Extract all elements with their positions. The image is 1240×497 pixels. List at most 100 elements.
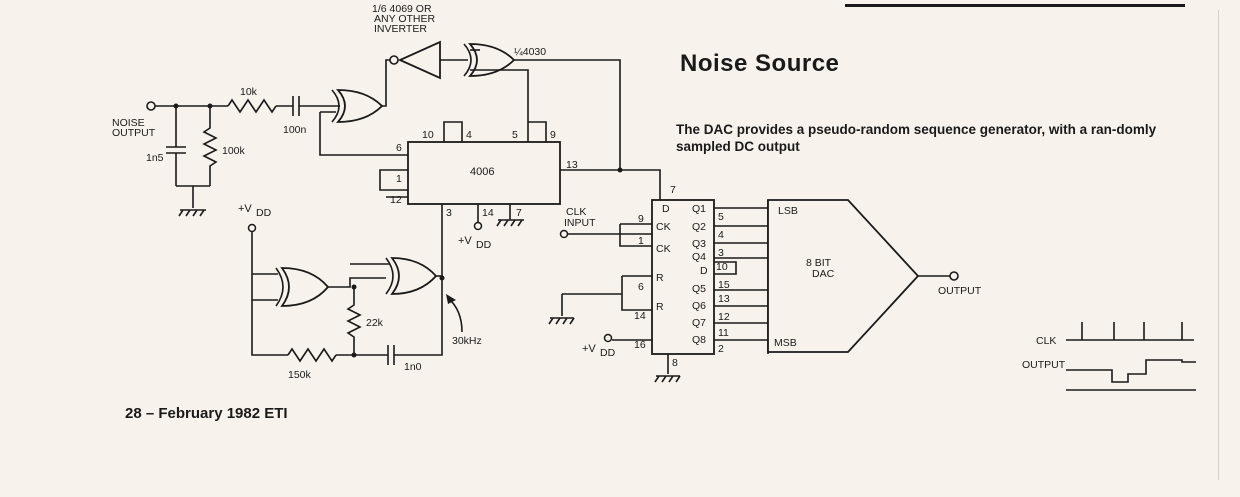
pin-6: 6	[396, 142, 402, 154]
rpin-15: 15	[718, 279, 730, 291]
latch-ic	[651, 199, 715, 355]
pin-10: 10	[422, 129, 434, 141]
pin-7: 7	[516, 207, 522, 219]
rpin-2: 2	[718, 343, 724, 355]
inverter-gate	[397, 40, 441, 80]
latch-pin-9: 9	[638, 213, 644, 225]
rpin-3: 3	[718, 247, 724, 259]
pin-9: 9	[550, 129, 556, 141]
pin-14: 14	[482, 207, 494, 219]
latch-q6: Q6	[692, 300, 706, 312]
noise-output-label-1: NOISE	[112, 117, 145, 129]
pin-12: 12	[390, 194, 402, 206]
dac-msb: MSB	[774, 337, 797, 349]
xor-gate-osc-1	[280, 267, 330, 307]
latch-pin-8: 8	[672, 357, 678, 369]
noise-output-label-2: OUTPUT	[112, 127, 156, 139]
xor-gate-1	[336, 89, 384, 123]
clk-input-label-1: CLK	[566, 206, 586, 218]
latch-q8: Q8	[692, 334, 706, 346]
dac-label-2: DAC	[812, 268, 835, 280]
resistor-10k	[227, 98, 277, 114]
capacitor-1n5	[166, 106, 186, 186]
capacitor-1n0	[387, 345, 395, 365]
clk-input-terminal	[559, 229, 569, 239]
latch-r2: R	[656, 301, 664, 313]
resistor-150k	[287, 347, 337, 363]
timing-clk-trace	[1066, 322, 1194, 341]
vdd-sub-osc: DD	[256, 207, 272, 219]
latch-pin-14: 14	[634, 310, 646, 322]
latch-q3: Q3	[692, 238, 706, 250]
r100k-label: 100k	[222, 145, 246, 157]
rpin-10: 10	[716, 261, 728, 273]
freq-label: 30kHz	[452, 335, 482, 347]
vdd-label-osc: +V	[238, 203, 252, 215]
page-footer: 28 – February 1982 ETI	[125, 405, 288, 422]
dac-block	[767, 199, 920, 353]
latch-ck2: CK	[656, 243, 671, 255]
output-label: OUTPUT	[938, 285, 982, 297]
c1n0-label: 1n0	[404, 361, 422, 373]
vdd-sub-latch: DD	[600, 347, 616, 359]
page-title: Noise Source	[680, 50, 840, 77]
capacitor-100n	[292, 96, 300, 116]
rpin-11: 11	[718, 327, 729, 339]
timing-output-trace	[1066, 359, 1196, 383]
vdd-label-latch: +V	[582, 343, 596, 355]
c1n5-label: 1n5	[146, 152, 164, 164]
top-rule	[845, 4, 1185, 7]
latch-r1: R	[656, 272, 664, 284]
xor-gate-4030	[468, 43, 516, 77]
timing-output-label: OUTPUT	[1022, 359, 1066, 371]
rpin-12: 12	[718, 311, 730, 323]
xor-gate-osc-2	[390, 257, 438, 295]
latch-q5: Q5	[692, 283, 706, 295]
xor-note: ¼4030	[514, 46, 546, 58]
latch-pin-16: 16	[634, 339, 646, 351]
latch-q4: Q4	[692, 251, 706, 263]
caption-text: The DAC provides a pseudo-random sequenc…	[676, 122, 1157, 154]
pin-3: 3	[446, 207, 452, 219]
dac-label-1: 8 BIT	[806, 257, 832, 269]
latch-q7: Q7	[692, 317, 706, 329]
r22k-label: 22k	[366, 317, 384, 329]
rpin-13: 13	[718, 293, 730, 305]
latch-pin-6: 6	[638, 281, 644, 293]
pin-4: 4	[466, 129, 472, 141]
c100n-label: 100n	[283, 124, 307, 136]
timing-clk-label: CLK	[1036, 335, 1056, 347]
shift-register-4006	[407, 141, 561, 205]
latch-ck1: CK	[656, 221, 671, 233]
inverter-note-1: 1/6 4069 OR	[372, 3, 432, 15]
resistor-100k	[202, 106, 218, 186]
dac-lsb: LSB	[778, 205, 798, 217]
pin-5: 5	[512, 129, 518, 141]
resistor-22k	[346, 287, 362, 355]
shift-register-label: 4006	[470, 166, 494, 178]
latch-d: D	[662, 203, 670, 215]
vdd-sub-4006: DD	[476, 239, 492, 251]
r10k-label: 10k	[240, 86, 258, 98]
latch-q2: Q2	[692, 221, 706, 233]
latch-pin-1: 1	[638, 235, 644, 247]
vdd-label-4006: +V	[458, 235, 472, 247]
clk-input-label-2: INPUT	[564, 217, 596, 229]
noise-output-terminal	[146, 101, 156, 111]
latch-d2: D	[700, 265, 708, 277]
pin-1: 1	[396, 173, 402, 185]
latch-q1: Q1	[692, 203, 706, 215]
latch-pin-7: 7	[670, 184, 676, 196]
rpin-4: 4	[718, 229, 724, 241]
rpin-5: 5	[718, 211, 724, 223]
arrow-30khz	[447, 297, 463, 333]
r150k-label: 150k	[288, 369, 312, 381]
output-terminal	[949, 271, 959, 281]
inverter-note-3: INVERTER	[374, 23, 427, 35]
column-rule	[1218, 10, 1219, 480]
ground-icon	[178, 209, 206, 217]
inverter-note-2: ANY OTHER	[374, 13, 435, 25]
pin-13: 13	[566, 159, 578, 171]
